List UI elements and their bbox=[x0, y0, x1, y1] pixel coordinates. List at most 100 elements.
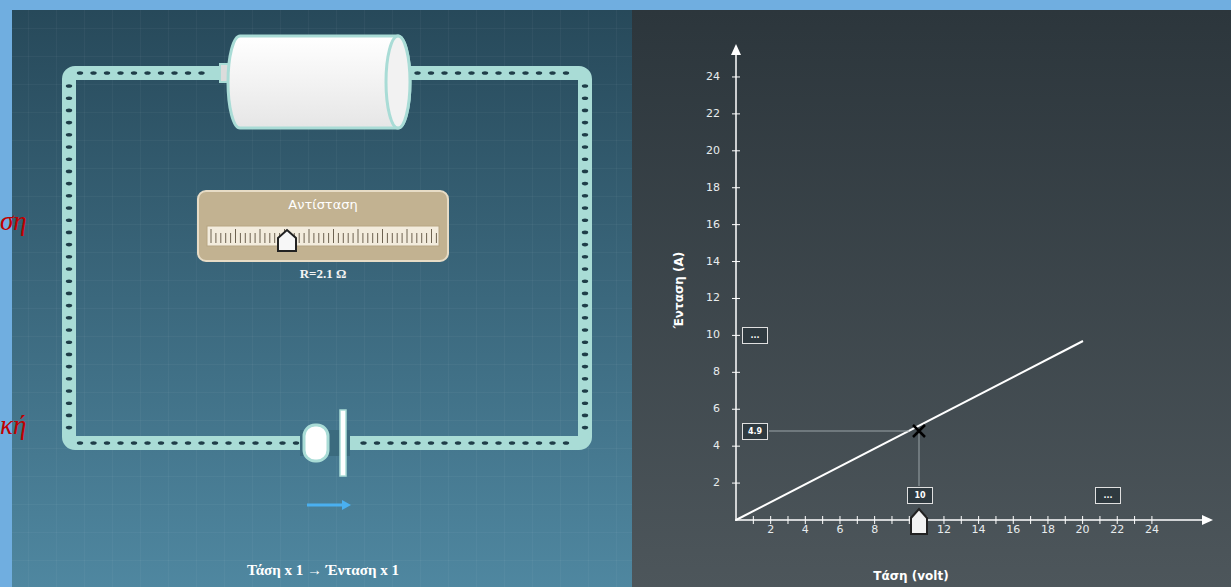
electron bbox=[131, 71, 137, 75]
electron bbox=[582, 194, 588, 198]
electron bbox=[582, 279, 588, 283]
ruler-tick bbox=[328, 233, 329, 243]
electron bbox=[104, 441, 110, 445]
electron bbox=[293, 441, 299, 445]
electron bbox=[509, 441, 515, 445]
slider-ruler bbox=[203, 218, 443, 258]
electron bbox=[66, 255, 72, 259]
electron bbox=[582, 353, 588, 357]
ruler-tick bbox=[348, 233, 349, 243]
value-box: ... bbox=[742, 327, 768, 344]
tick-mark bbox=[732, 446, 740, 447]
electron bbox=[66, 194, 72, 198]
tick-label: 12 bbox=[937, 523, 951, 536]
electron bbox=[582, 218, 588, 222]
tick-mark bbox=[943, 516, 944, 524]
value-text: 10 bbox=[912, 490, 928, 501]
electron bbox=[582, 157, 588, 161]
value-text: 4.9 bbox=[747, 426, 763, 437]
circuit-panel bbox=[12, 10, 632, 587]
electron bbox=[522, 71, 528, 75]
ruler-tick bbox=[353, 233, 354, 243]
electron bbox=[582, 170, 588, 174]
electron bbox=[66, 231, 72, 235]
electron bbox=[482, 441, 488, 445]
electron bbox=[401, 441, 407, 445]
tick-label: 4 bbox=[802, 523, 809, 536]
electron bbox=[582, 377, 588, 381]
electron bbox=[428, 441, 434, 445]
electron bbox=[66, 145, 72, 149]
electron bbox=[171, 71, 177, 75]
leader-line bbox=[769, 431, 909, 432]
electron bbox=[144, 441, 150, 445]
tick-mark bbox=[732, 483, 740, 484]
ruler-tick bbox=[421, 233, 422, 243]
electron bbox=[66, 182, 72, 186]
electron bbox=[66, 267, 72, 271]
ruler-tick bbox=[416, 233, 417, 243]
electron bbox=[582, 243, 588, 247]
tick-label: 24 bbox=[706, 70, 720, 83]
tick-mark bbox=[805, 516, 806, 524]
ruler-tick bbox=[260, 229, 261, 243]
electron bbox=[104, 71, 110, 75]
electron bbox=[225, 441, 231, 445]
tick-label: 18 bbox=[1041, 523, 1055, 536]
electron bbox=[455, 71, 461, 75]
electron bbox=[66, 279, 72, 283]
electron bbox=[279, 441, 285, 445]
tick-label: 20 bbox=[706, 144, 720, 157]
electron bbox=[582, 121, 588, 125]
electron bbox=[90, 441, 96, 445]
tick-mark bbox=[1047, 516, 1048, 524]
ruler-tick bbox=[240, 233, 241, 243]
value-box: ... bbox=[1095, 487, 1121, 504]
ruler-tick bbox=[299, 233, 300, 243]
electron bbox=[428, 71, 434, 75]
ruler-tick bbox=[274, 233, 275, 243]
graph-panel bbox=[632, 10, 1231, 587]
electron bbox=[66, 365, 72, 369]
resistance-value: R=2.1 Ω bbox=[199, 266, 447, 282]
tick-mark bbox=[732, 335, 740, 336]
ruler-tick bbox=[255, 233, 256, 243]
electron bbox=[455, 441, 461, 445]
value-box: 4.9 bbox=[742, 423, 768, 440]
electron bbox=[66, 401, 72, 405]
tick-label: 8 bbox=[713, 365, 720, 378]
electron bbox=[117, 71, 123, 75]
electron bbox=[66, 377, 72, 381]
electron bbox=[239, 441, 245, 445]
tick-mark bbox=[770, 516, 771, 524]
electron bbox=[582, 182, 588, 186]
value-text: ... bbox=[1100, 490, 1116, 501]
electron bbox=[66, 206, 72, 210]
electron bbox=[441, 441, 447, 445]
tick-mark bbox=[978, 516, 979, 524]
electron bbox=[77, 71, 83, 75]
tick-mark bbox=[732, 261, 740, 262]
electron bbox=[144, 71, 150, 75]
tick-mark bbox=[732, 76, 740, 77]
electron bbox=[441, 71, 447, 75]
ruler-tick bbox=[372, 233, 373, 243]
electron bbox=[509, 71, 515, 75]
operating-point bbox=[913, 425, 925, 437]
panel-grid bbox=[12, 10, 632, 587]
electron bbox=[66, 157, 72, 161]
battery-positive bbox=[340, 410, 346, 476]
electron bbox=[582, 304, 588, 308]
ruler-tick bbox=[215, 233, 216, 243]
ruler-tick bbox=[426, 233, 427, 243]
tick-label: 14 bbox=[706, 255, 720, 268]
tick-mark bbox=[857, 516, 858, 524]
tick-mark bbox=[1013, 516, 1014, 524]
tick-mark bbox=[732, 372, 740, 373]
axis-title: Τάση (volt) bbox=[873, 569, 948, 583]
electron bbox=[495, 71, 501, 75]
electron bbox=[360, 441, 366, 445]
electron bbox=[414, 71, 420, 75]
electron bbox=[198, 71, 204, 75]
